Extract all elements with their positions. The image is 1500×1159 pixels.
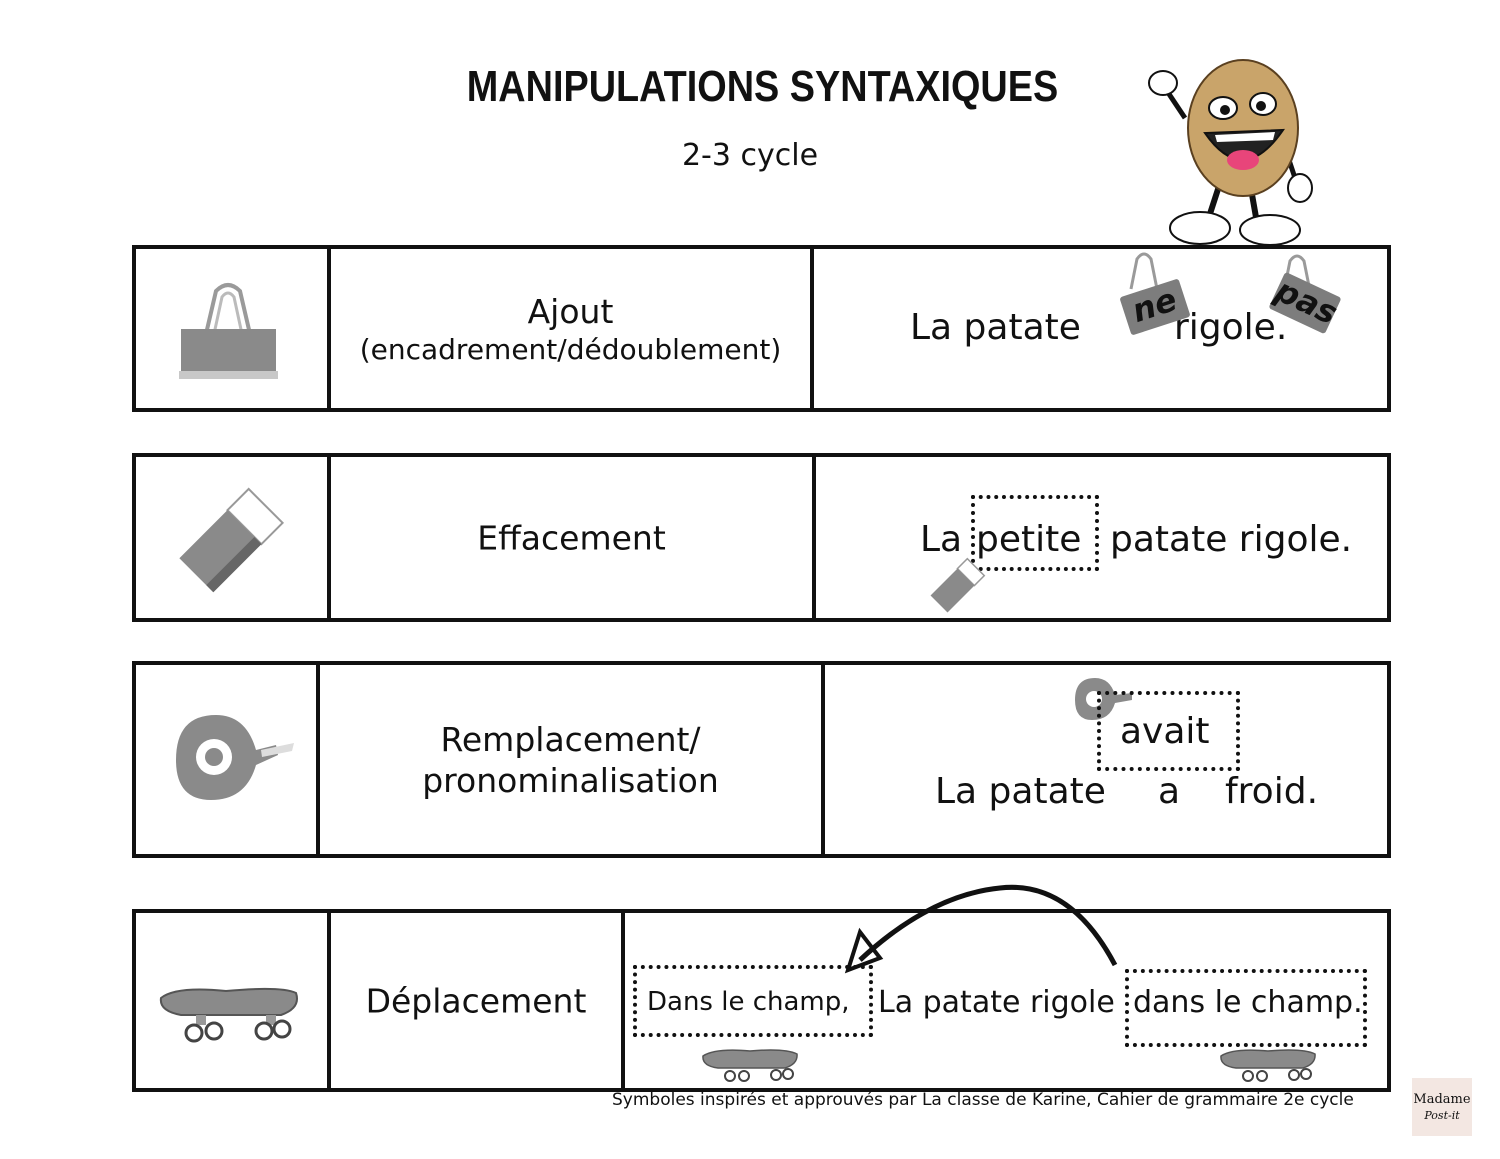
- label-cell: Ajout (encadrement/dédoublement): [331, 249, 814, 408]
- row-ajout: Ajout (encadrement/dédoublement) La pata…: [132, 245, 1391, 412]
- page-title: MANIPULATIONS SYNTAXIQUES: [466, 62, 1059, 111]
- replacement-word: avait: [1120, 711, 1210, 752]
- manipulation-label: Effacement: [477, 517, 666, 557]
- move-arrow-icon: [844, 884, 1118, 974]
- moved-to-box: [633, 965, 873, 1037]
- example-text-start: La: [920, 519, 963, 560]
- moved-to-text: Dans le champ,: [647, 987, 850, 1017]
- example-text-end: froid.: [1225, 771, 1319, 812]
- example-text-middle: La patate rigole: [878, 985, 1115, 1020]
- example-cell: La patate rigole. ne pas: [814, 249, 1387, 408]
- skateboard-small-icon: [702, 1049, 798, 1082]
- example-cell: avait La patate a froid.: [825, 665, 1387, 854]
- example-cell: Dans le champ, La patate rigole dans le …: [625, 913, 1387, 1088]
- row-remplacement: Remplacement/ pronominalisation avait La…: [132, 661, 1391, 858]
- icon-cell: [136, 249, 331, 408]
- icon-cell: [136, 913, 331, 1088]
- replaced-word: a: [1158, 771, 1181, 812]
- tape-dispenser-icon: [176, 715, 294, 800]
- erased-word: petite: [976, 519, 1082, 560]
- manipulation-label: pronominalisation: [422, 760, 719, 800]
- icon-cell: [136, 665, 320, 854]
- replacement-word-box: [1097, 691, 1240, 771]
- logo-line2: Post-it: [1424, 1109, 1460, 1122]
- skateboard-icon: [159, 987, 298, 1043]
- credit-text: Symboles inspirés et approuvés par La cl…: [612, 1090, 1354, 1110]
- moved-from-text: dans le champ.: [1133, 985, 1363, 1020]
- example-cell: La petite patate rigole.: [816, 457, 1387, 618]
- eraser-small-icon: [930, 557, 986, 613]
- moved-from-box: [1125, 969, 1367, 1047]
- binder-clip-small-icon: [1129, 252, 1159, 290]
- icon-cell: [136, 457, 331, 618]
- erased-word-box: [971, 495, 1099, 571]
- skateboard-small-icon: [1220, 1049, 1316, 1082]
- example-text-end: patate rigole.: [1110, 519, 1353, 560]
- row-effacement: Effacement La petite patate rigole.: [132, 453, 1391, 622]
- madame-post-it-logo: Madame Post-it: [1412, 1078, 1472, 1136]
- manipulation-label: Remplacement/: [440, 719, 701, 759]
- logo-line1: Madame: [1413, 1092, 1471, 1107]
- label-cell: Effacement: [331, 457, 816, 618]
- potato-mascot-icon: [1148, 59, 1313, 246]
- example-text-start: La patate: [910, 307, 1081, 348]
- example-text-end: rigole.: [1174, 307, 1288, 348]
- manipulation-label: Ajout: [527, 291, 614, 331]
- example-text-start: La patate: [935, 771, 1106, 812]
- page-subtitle: 2-3 cycle: [681, 138, 819, 173]
- label-cell: Déplacement: [331, 913, 625, 1088]
- manipulation-label: Déplacement: [365, 980, 587, 1020]
- binder-clip-small-icon: [1282, 254, 1312, 292]
- label-cell: Remplacement/ pronominalisation: [320, 665, 825, 854]
- eraser-icon: [179, 487, 285, 593]
- binder-clip-icon: [179, 283, 278, 379]
- manipulation-note: (encadrement/dédoublement): [359, 332, 782, 366]
